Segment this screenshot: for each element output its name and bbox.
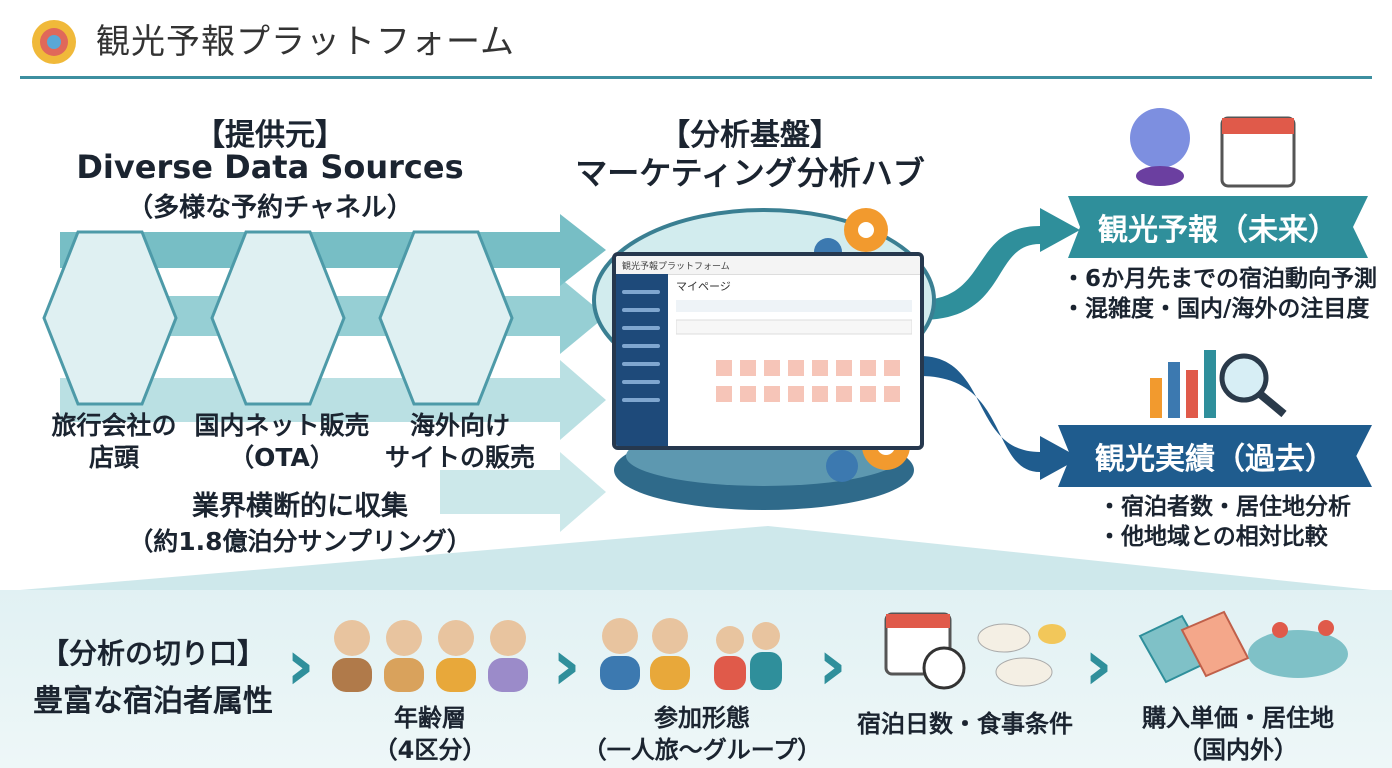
sources-title: Diverse Data Sources xyxy=(76,148,464,186)
sidebar-item xyxy=(622,344,660,348)
attributes-bracket-label: 【分析の切り口】 xyxy=(40,637,265,670)
hex-ota xyxy=(210,230,346,406)
source-label-line1: 国内ネット販売 xyxy=(194,411,370,440)
outflow-arrow-past xyxy=(920,356,1080,480)
actuals-bullet: ・他地域との相対比較 xyxy=(1098,524,1328,550)
source-label-line1: 海外向け xyxy=(409,411,510,440)
chevron-right-icon: › xyxy=(818,624,847,706)
dashboard-grid xyxy=(676,300,912,402)
sources-subtitle: （多様な予約チャネル） xyxy=(127,193,413,223)
attribute-label-line1: 宿泊日数・食事条件 xyxy=(857,710,1073,738)
magnifier-icon xyxy=(1219,353,1269,403)
sidebar-item xyxy=(622,362,660,366)
dashboard-topbar: 観光予報プラットフォーム xyxy=(616,256,920,275)
forecast-bullet: ・混雑度・国内/海外の注目度 xyxy=(1062,296,1370,322)
nights-meals-icon xyxy=(884,612,1066,690)
attributes-band xyxy=(0,590,1392,768)
gear-icon xyxy=(826,450,858,482)
dashboard-screen: 観光予報プラットフォーム マイページ xyxy=(612,252,924,450)
source-label-store: 旅行会社の 店頭 xyxy=(24,410,204,474)
source-label-line2: 店頭 xyxy=(88,443,139,472)
attribute-label-line2: （一人旅～グループ） xyxy=(582,736,822,764)
source-label-ota: 国内ネット販売 （OTA） xyxy=(192,410,372,474)
sidebar-item xyxy=(622,326,660,330)
sidebar-item xyxy=(622,380,660,384)
forecast-banner: 観光予報（未来） xyxy=(1068,196,1368,258)
gear-icon xyxy=(858,222,874,238)
dashboard-page-title: マイページ xyxy=(676,280,731,293)
collection-caption: 業界横断的に収集 xyxy=(192,491,408,522)
forecast-bullet: ・6か月先までの宿泊動向予測 xyxy=(1062,266,1378,292)
dashboard-sidebar xyxy=(616,274,668,446)
hex-overseas xyxy=(378,230,514,406)
attribute-age: 年齢層 （4区分） xyxy=(320,702,540,766)
attribute-label-line1: 購入単価・居住地 xyxy=(1142,704,1334,732)
actuals-banner: 観光実績（過去） xyxy=(1058,425,1372,487)
source-label-overseas: 海外向け サイトの販売 xyxy=(370,410,550,474)
actuals-bullet: ・宿泊者数・居住地分析 xyxy=(1098,494,1351,520)
hub-bracket-label: 【分析基盤】 xyxy=(660,118,840,153)
sidebar-item xyxy=(622,308,660,312)
attribute-group-type: 参加形態 （一人旅～グループ） xyxy=(572,702,832,766)
attribute-nights-meals: 宿泊日数・食事条件 xyxy=(840,708,1090,740)
age-groups-icon xyxy=(332,620,528,692)
attributes-title: 豊富な宿泊者属性 xyxy=(33,684,273,719)
source-label-line1: 旅行会社の xyxy=(51,411,177,440)
sidebar-item xyxy=(622,290,660,294)
attribute-label-line2: （4区分） xyxy=(373,736,487,764)
attribute-label-line2: （国内外） xyxy=(1178,736,1298,764)
hub-title: マーケティング分析ハブ xyxy=(575,154,925,192)
chevron-right-icon: › xyxy=(552,624,581,706)
inflow-arrow-bottom xyxy=(440,452,606,532)
attribute-label-line1: 年齢層 xyxy=(394,704,466,732)
sidebar-item xyxy=(622,398,660,402)
source-label-line2: サイトの販売 xyxy=(384,443,535,472)
chevron-right-icon: › xyxy=(1084,624,1113,706)
source-label-line2: （OTA） xyxy=(229,443,335,472)
attribute-price-residence: 購入単価・居住地 （国内外） xyxy=(1108,702,1368,766)
dashboard-brand: 観光予報プラットフォーム xyxy=(622,262,730,272)
funnel-triangle xyxy=(20,526,1372,590)
page-title: 観光予報プラットフォーム xyxy=(96,22,515,62)
crystal-ball-icon xyxy=(1130,108,1190,168)
price-residence-icon xyxy=(1138,610,1348,684)
collection-subcaption: （約1.8億泊分サンプリング） xyxy=(128,527,472,556)
group-type-icon xyxy=(600,618,782,690)
sources-bracket-label: 【提供元】 xyxy=(195,118,345,153)
chevron-right-icon: › xyxy=(286,624,315,706)
outflow-arrow-future xyxy=(920,208,1080,320)
attribute-label-line1: 参加形態 xyxy=(654,704,750,732)
header-divider xyxy=(20,76,1372,79)
bar-chart-icon xyxy=(1150,378,1162,418)
hex-store xyxy=(42,230,178,406)
